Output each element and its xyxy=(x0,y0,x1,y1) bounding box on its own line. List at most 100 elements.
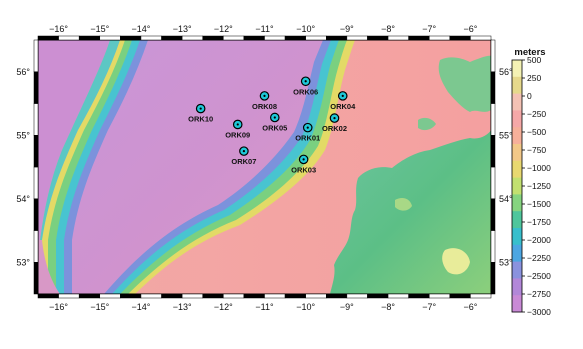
colorbar-segment xyxy=(512,244,522,263)
frame-segment-bottom xyxy=(243,293,265,299)
station-label: ORK04 xyxy=(330,102,356,111)
lon-tick-label: −14° xyxy=(132,24,151,34)
colorbar-label: −250 xyxy=(527,109,546,119)
island-small xyxy=(418,117,436,131)
colorbar-label: −2750 xyxy=(527,289,551,299)
colorbar-label: −2250 xyxy=(527,253,551,263)
lon-tick-label: −7° xyxy=(422,302,436,312)
station-label: ORK03 xyxy=(291,165,316,174)
frame-segment-top xyxy=(449,35,471,41)
frame-segment-left xyxy=(33,103,39,136)
lon-tick-labels-bottom: −16°−15°−14°−13°−12°−11°−10°−9°−8°−7°−6° xyxy=(49,302,478,312)
colorbar-label: −2000 xyxy=(527,235,551,245)
frame-segment-bottom xyxy=(99,293,121,299)
colorbar-label: 250 xyxy=(527,73,541,83)
frame-segment-top xyxy=(243,35,265,41)
frame-segment-top xyxy=(367,35,389,41)
frame-segment-bottom xyxy=(449,293,471,299)
frame-segment-top xyxy=(78,35,101,41)
frame-segment-bottom xyxy=(140,293,162,299)
frame-segment-left xyxy=(33,39,39,72)
lon-tick-label: −14° xyxy=(132,302,151,312)
lon-tick-label: −9° xyxy=(340,24,354,34)
lon-tick-label: −8° xyxy=(381,24,395,34)
frame-segment-bottom xyxy=(181,293,203,299)
frame-segment-top xyxy=(161,35,183,41)
station-marker-center xyxy=(236,123,239,126)
lon-tick-label: −6° xyxy=(463,302,477,312)
colorbar-segment xyxy=(512,261,522,279)
lon-tick-label: −13° xyxy=(173,24,192,34)
frame-segment-top xyxy=(181,35,203,41)
lon-tick-label: −13° xyxy=(173,302,192,312)
frame-segment-left xyxy=(33,230,39,263)
colorbar-title: meters xyxy=(514,47,545,58)
map-area xyxy=(38,40,491,294)
frame-segment-top xyxy=(120,35,142,41)
frame-segment-right xyxy=(490,262,496,295)
colorbar-segment xyxy=(512,76,522,95)
lat-tick-labels-right: 56°55°54°53° xyxy=(499,67,513,268)
colorbar-label: 500 xyxy=(527,55,541,65)
lon-tick-labels-top: −16°−15°−14°−13°−12°−11°−10°−9°−8°−7°−6° xyxy=(49,24,478,34)
lat-tick-label: 54° xyxy=(16,194,30,204)
lon-tick-label: −15° xyxy=(90,302,109,312)
colorbar-segment xyxy=(512,60,522,78)
colorbar-label: −1250 xyxy=(527,181,551,191)
lon-tick-label: −12° xyxy=(214,302,233,312)
lat-tick-label: 53° xyxy=(499,257,513,267)
lon-tick-label: −12° xyxy=(214,24,233,34)
station-label: ORK06 xyxy=(293,87,318,96)
frame-segment-bottom xyxy=(387,293,409,299)
lat-tick-label: 55° xyxy=(499,130,513,140)
frame-segment-right xyxy=(490,39,496,72)
colorbar-segment xyxy=(512,160,522,179)
colorbar-segment xyxy=(512,295,522,313)
frame-segment-top xyxy=(264,35,286,41)
frame-segment-bottom xyxy=(326,293,348,299)
station-label: ORK10 xyxy=(188,115,213,124)
frame-segment-right xyxy=(490,230,496,263)
colorbar-segment xyxy=(512,144,522,162)
frame-segment-bottom xyxy=(58,293,80,299)
highland-patch-mid xyxy=(395,198,412,211)
station-label: ORK07 xyxy=(231,157,256,166)
station-marker-center xyxy=(199,107,202,110)
frame-segment-bottom xyxy=(408,293,430,299)
frame-segment-right xyxy=(490,198,496,231)
frame-segment-right xyxy=(490,166,496,199)
lat-tick-label: 56° xyxy=(16,67,30,77)
lon-tick-label: −16° xyxy=(49,302,68,312)
station-marker-center xyxy=(273,116,276,119)
frame-segment-bottom xyxy=(120,293,142,299)
highland-patch-south xyxy=(442,248,470,275)
frame-segment-bottom xyxy=(470,293,492,299)
frame-segment-top xyxy=(305,35,327,41)
slope-west xyxy=(40,40,120,240)
frame-segment-right xyxy=(490,135,496,168)
frame-segment-bottom xyxy=(305,293,327,299)
frame-segment-top xyxy=(99,35,121,41)
colorbar-segment xyxy=(512,93,522,111)
frame-segment-left xyxy=(33,135,39,168)
station-marker-center xyxy=(306,126,309,129)
frame-segment-top xyxy=(346,35,368,41)
frame-segment-bottom xyxy=(161,293,183,299)
deep-plain-south xyxy=(38,240,60,294)
lon-tick-label: −7° xyxy=(422,24,436,34)
lon-tick-label: −15° xyxy=(90,24,109,34)
lon-tick-label: −6° xyxy=(463,24,477,34)
lon-tick-label: −16° xyxy=(49,24,68,34)
lat-tick-label: 53° xyxy=(16,257,30,267)
frame-segment-left xyxy=(33,166,39,199)
colorbar-label: 0 xyxy=(527,91,532,101)
colorbar-segment xyxy=(512,228,522,246)
frame-segment-top xyxy=(326,35,348,41)
station-marker-center xyxy=(304,80,307,83)
frame-border xyxy=(33,35,496,299)
colorbar-label: −2500 xyxy=(527,271,551,281)
frame-segment-bottom xyxy=(37,293,59,299)
colorbar-segment xyxy=(512,177,522,195)
colorbar-segment xyxy=(512,211,522,229)
